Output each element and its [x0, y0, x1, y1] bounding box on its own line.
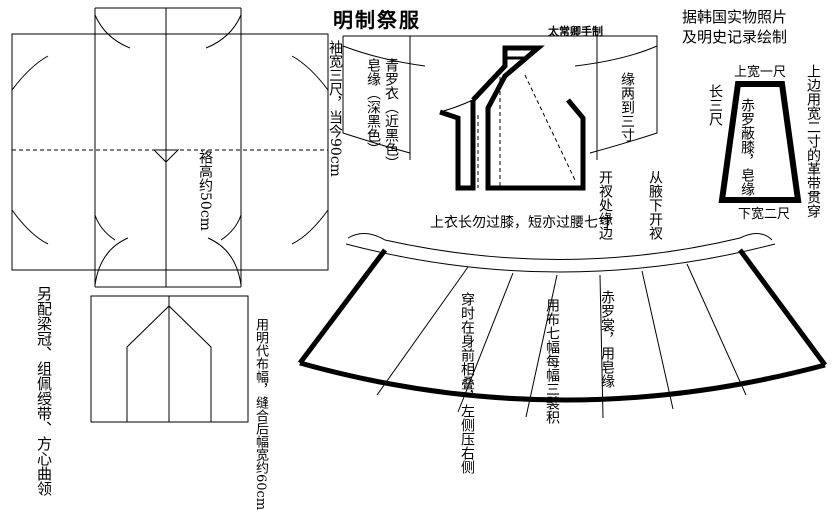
- slit-edge-label: 开衩处缘边: [597, 170, 613, 240]
- border-width-label: 缘两到三寸: [619, 72, 635, 142]
- source-note-line1: 据韩国实物照片: [682, 8, 788, 26]
- jacket-fabric-label: 青罗衣（近黑色）: [383, 58, 399, 170]
- maker-note: 太常卿手制: [548, 25, 603, 38]
- apron-top-width: 上宽一尺: [734, 65, 787, 80]
- sleeve-height-label: 袼高约50cm: [197, 150, 213, 231]
- skirt-fabric-label: 赤罗裳，用皂缘: [599, 290, 615, 388]
- slit-label: 从腋下开衩: [647, 170, 663, 240]
- apron-drawing: [718, 81, 802, 203]
- skirt-panels-label: 用布七幅每幅三襞积: [544, 298, 560, 424]
- skirt-drawing: [298, 233, 828, 419]
- garment-pattern-drawing: [11, 7, 828, 423]
- jacket-trim-label: 皂缘（深黑色）: [365, 58, 381, 156]
- upper-jacket-drawing: [342, 35, 658, 191]
- accessories-note: 另配梁冠、组佩绶带、方心曲领: [35, 286, 53, 496]
- jacket-length-note: 上衣长勿过膝，短亦过腰七寸: [430, 215, 612, 231]
- skirt-overlap-label: 穿时在身前相叠，左侧压右侧: [459, 292, 475, 474]
- page-title: 明制祭服: [333, 8, 421, 32]
- back-panel-pattern: [90, 295, 249, 423]
- back-panel-note: 用明代布幅，缝合后幅宽约60cm: [253, 318, 268, 510]
- sleeve-width-label: 袖宽三尺，当今90cm: [327, 40, 343, 177]
- apron-label: 赤罗蔽膝，皂缘: [739, 98, 755, 196]
- robe-flat-pattern: [11, 7, 329, 288]
- apron-bottom-width: 下宽二尺: [738, 207, 791, 222]
- apron-belt-note: 上边用宽二寸的革带贯穿: [805, 64, 821, 218]
- apron-length: 长三尺: [707, 84, 723, 126]
- source-note-line2: 及明史记录绘制: [682, 28, 788, 46]
